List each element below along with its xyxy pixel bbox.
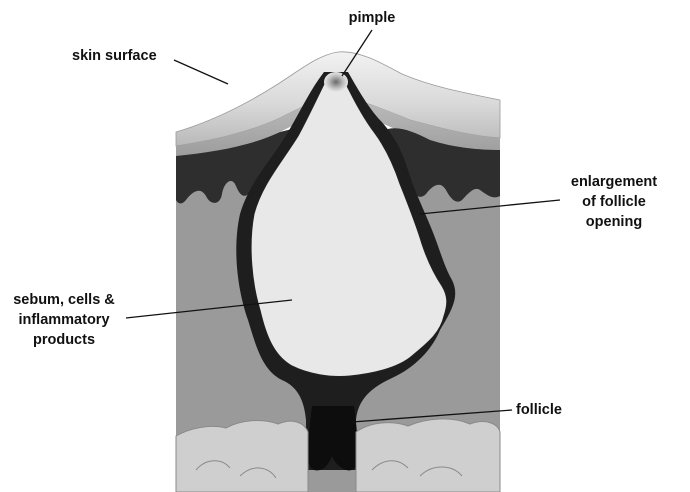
label-sebum-line-1: sebum, cells & — [13, 292, 115, 308]
lower-tissue-right — [356, 419, 500, 492]
label-follicle: follicle — [516, 402, 562, 418]
skin-surface-leader — [174, 60, 228, 84]
label-skin-surface: skin surface — [72, 48, 157, 64]
label-sebum-line-2: inflammatory — [18, 312, 109, 328]
lower-tissue-left — [176, 421, 308, 492]
label-enlargement-line-1: enlargement — [571, 174, 657, 190]
label-sebum-line-3: products — [33, 332, 95, 348]
label-pimple: pimple — [349, 10, 396, 26]
pimple-head — [324, 72, 348, 92]
label-enlargement-line-2: of follicle — [582, 194, 646, 210]
label-enlargement-line-3: opening — [586, 214, 642, 230]
